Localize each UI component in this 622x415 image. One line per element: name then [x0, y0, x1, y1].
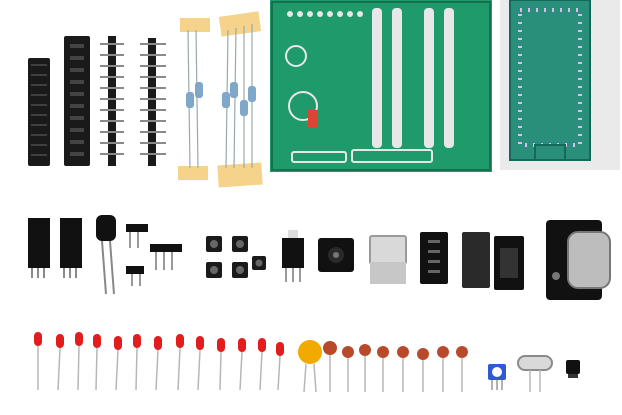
crystal-oscillator — [517, 355, 553, 392]
resistor-network-sip-2 — [60, 218, 82, 278]
dc-jack — [318, 238, 354, 272]
tactile-switches — [206, 236, 266, 278]
male-header-strip-2 — [140, 38, 166, 166]
electrolytic-capacitor — [96, 215, 116, 295]
trimmer-potentiometer — [488, 364, 506, 390]
zif-socket — [500, 0, 620, 170]
resistor-network-sip-1 — [28, 218, 50, 278]
ic-with-socket — [462, 232, 524, 290]
db9-connector — [546, 220, 611, 300]
green-pcb-board — [270, 0, 492, 172]
resistor-tape-bundle-2 — [217, 11, 263, 188]
female-header-single-long — [64, 36, 90, 166]
box-header — [420, 232, 448, 284]
red-leds — [34, 332, 284, 391]
usb-connector — [369, 235, 407, 284]
push-switch — [282, 230, 304, 282]
male-header-strip-1 — [100, 36, 124, 166]
yellow-ceramic-capacitor — [298, 340, 322, 393]
angled-headers — [126, 224, 182, 286]
female-header-single-short — [28, 58, 50, 166]
resistor-tape-bundle-1 — [178, 18, 210, 180]
red-ceramic-capacitors — [323, 341, 468, 392]
jumper-cap — [566, 360, 580, 378]
